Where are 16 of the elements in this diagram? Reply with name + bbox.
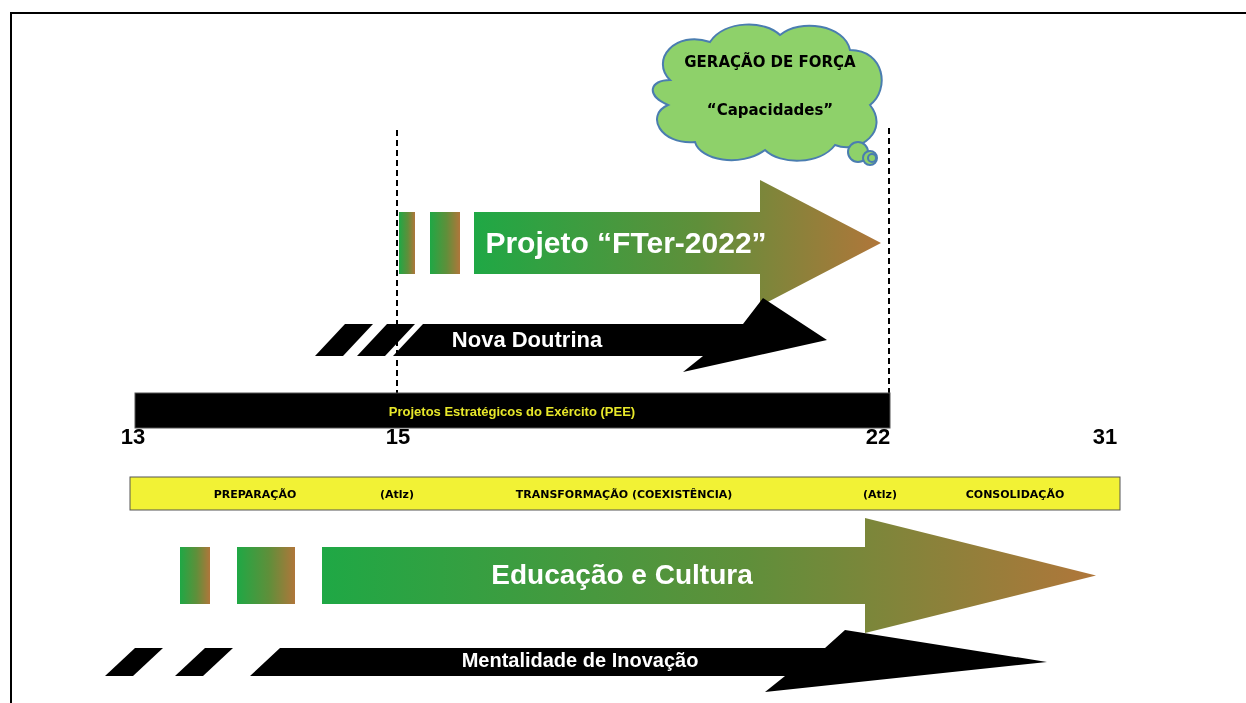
year-number: 13 bbox=[120, 424, 146, 450]
year-number: 22 bbox=[865, 424, 891, 450]
phase-label: PREPARAÇÃO bbox=[213, 487, 297, 501]
phase-label: TRANSFORMAÇÃO (COEXISTÊNCIA) bbox=[515, 487, 733, 501]
year-number: 31 bbox=[1092, 424, 1118, 450]
phase-label: (Atlz) bbox=[380, 487, 414, 501]
banner-text: Projetos Estratégicos do Exército (PEE) bbox=[388, 403, 636, 419]
banner-text: Mentalidade de Inovação bbox=[461, 648, 699, 672]
cloud-text: GERAÇÃO DE FORÇA bbox=[684, 53, 856, 71]
banner-text: Projeto “FTer-2022” bbox=[485, 226, 767, 260]
year-number: 15 bbox=[385, 424, 411, 450]
banner-text: Educação e Cultura bbox=[491, 559, 753, 591]
phase-label: CONSOLIDAÇÃO bbox=[965, 487, 1065, 501]
cloud-text: “Capacidades” bbox=[706, 101, 834, 119]
banner-text: Nova Doutrina bbox=[451, 327, 603, 353]
phase-label: (Atlz) bbox=[863, 487, 897, 501]
